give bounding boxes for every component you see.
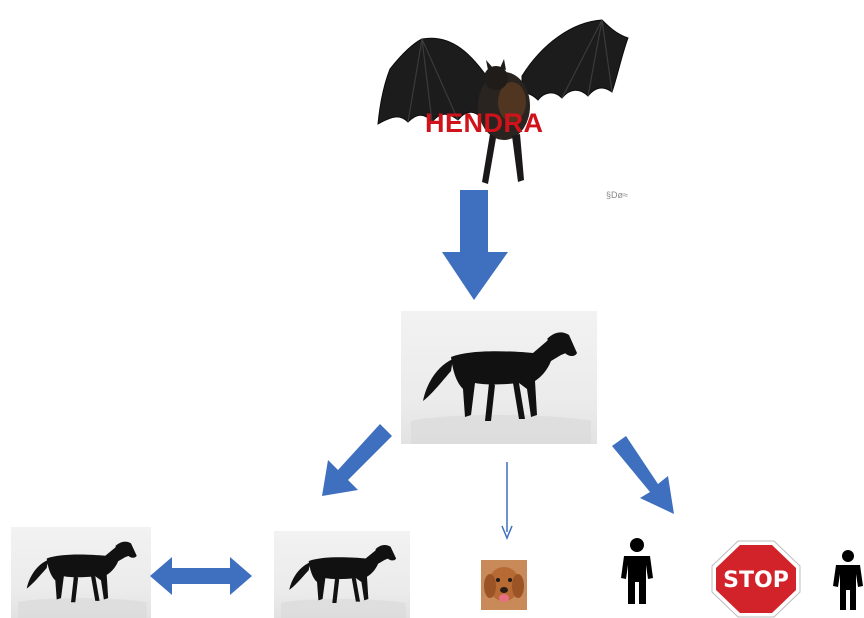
dog-image <box>481 560 527 610</box>
stop-sign-label: STOP <box>723 568 789 593</box>
horse-icon <box>280 544 406 618</box>
horse-icon <box>18 541 147 618</box>
person-icon-2 <box>833 550 863 610</box>
bat-image <box>377 19 629 184</box>
faint-note: §Dø≈ <box>606 190 628 200</box>
horse-image-center <box>401 311 597 444</box>
arrow-horse-to-left-horse <box>322 424 392 496</box>
hendra-label: HENDRA <box>425 108 544 138</box>
down-arrow-bat-to-horse <box>442 190 508 300</box>
horse-icon <box>411 332 591 444</box>
arrow-horse-to-dog <box>501 462 513 540</box>
double-arrow-horse-to-horse <box>150 557 252 595</box>
arrow-horse-to-person <box>612 436 674 514</box>
horse-image-middle <box>274 531 410 618</box>
horse-image-left <box>11 527 151 618</box>
person-icon <box>621 538 653 604</box>
stop-sign-icon: STOP <box>711 540 801 618</box>
